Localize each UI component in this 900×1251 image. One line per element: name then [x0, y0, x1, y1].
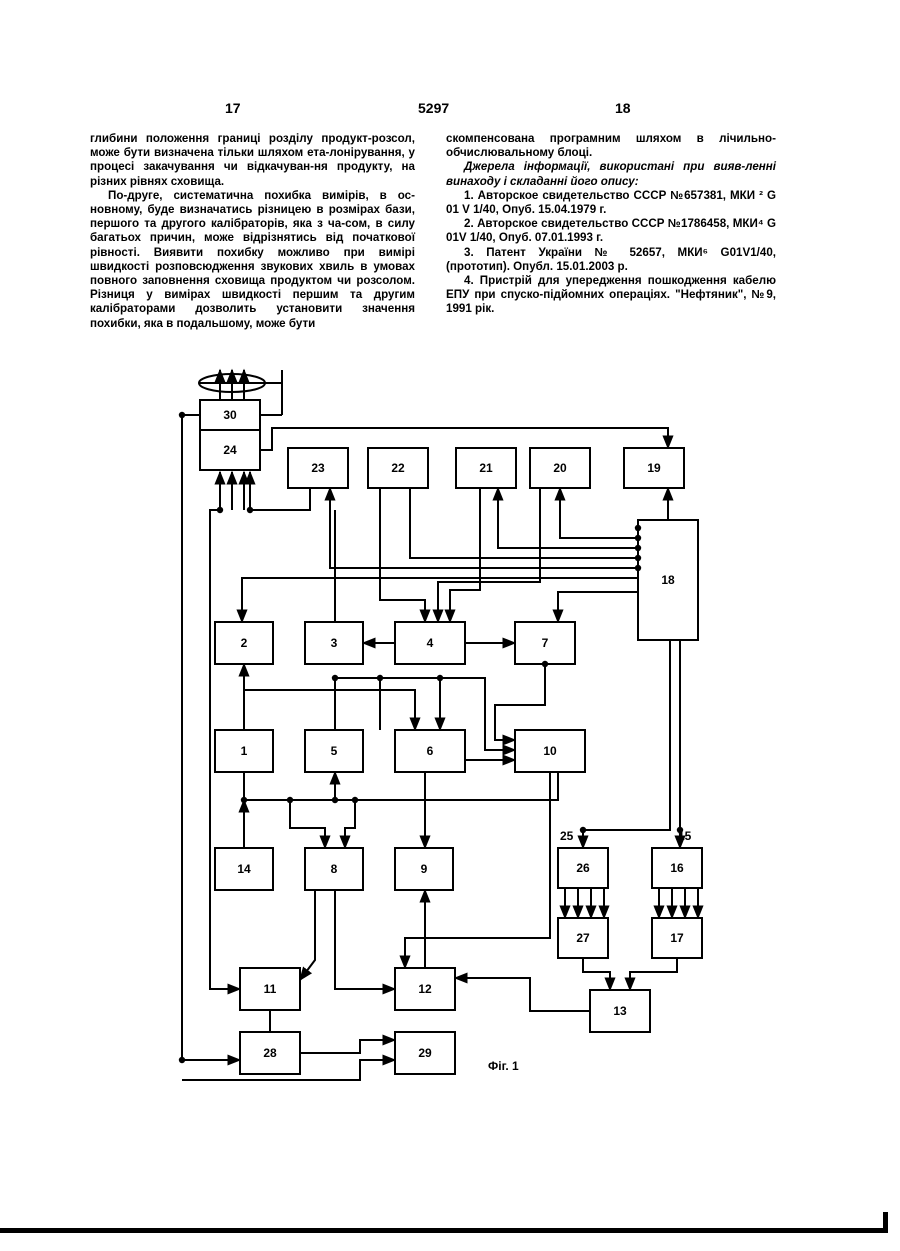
block-label-26: 26 [576, 861, 590, 875]
block-label-23: 23 [311, 461, 325, 475]
junction-dot [179, 412, 185, 418]
figure-caption: Фіг. 1 [488, 1059, 519, 1073]
connection-line [560, 488, 638, 538]
block-label-29: 29 [418, 1046, 432, 1060]
page-number-right: 18 [615, 100, 631, 116]
junction-dot [287, 797, 293, 803]
block-label-16: 16 [670, 861, 684, 875]
block-label-9: 9 [421, 862, 428, 876]
block-label-7: 7 [542, 636, 549, 650]
block-label-17: 17 [670, 931, 684, 945]
paragraph: скомпенсована програмним шляхом в лічиль… [446, 132, 776, 160]
bottom-rule [0, 1228, 888, 1233]
block-label-6: 6 [427, 744, 434, 758]
reference-item: 4. Пристрій для упередження пошкодження … [446, 274, 776, 317]
junction-dot [332, 675, 338, 681]
reference-item: 2. Авторское свидетельство СССР №1786458… [446, 217, 776, 245]
junction-dot [580, 827, 586, 833]
junction-dot [217, 507, 223, 513]
connection-line [335, 890, 395, 989]
block-label-5: 5 [331, 744, 338, 758]
bus-label-15: 15 [678, 829, 692, 843]
junction-dot [635, 525, 641, 531]
junction-dot [542, 661, 548, 667]
block-label-27: 27 [576, 931, 590, 945]
connection-line [300, 1040, 395, 1053]
connection-line [300, 890, 315, 980]
block-label-24: 24 [223, 443, 237, 457]
reference-item: 3. Патент України № 52657, МКИ⁶ G01V1/40… [446, 246, 776, 274]
junction-dot [332, 797, 338, 803]
right-text-column: скомпенсована програмним шляхом в лічиль… [446, 132, 776, 317]
block-label-28: 28 [263, 1046, 277, 1060]
block-label-11: 11 [264, 982, 277, 996]
connection-line [330, 488, 638, 568]
junction-dot [635, 545, 641, 551]
block-label-13: 13 [613, 1004, 627, 1018]
junction-dot [179, 1057, 185, 1063]
junction-dot [241, 797, 247, 803]
connection-line [455, 978, 590, 1011]
junction-dot [352, 797, 358, 803]
connection-line [583, 640, 670, 848]
page-number-left: 17 [225, 100, 241, 116]
connection-line [438, 488, 540, 622]
reference-item: 1. Авторское свидетельство СССР №657381,… [446, 189, 776, 217]
junction-dot [247, 507, 253, 513]
junction-dot [377, 675, 383, 681]
connection-line [244, 664, 415, 730]
block-label-12: 12 [418, 982, 432, 996]
block-label-2: 2 [241, 636, 248, 650]
block-label-19: 19 [647, 461, 661, 475]
block-label-30: 30 [223, 408, 237, 422]
sources-heading: Джерела інформації, використані при вияв… [446, 160, 776, 188]
connection-line [242, 578, 638, 622]
block-label-4: 4 [427, 636, 434, 650]
connection-line [558, 592, 638, 622]
paragraph: По-друге, систематична похибка вимірів, … [90, 189, 415, 331]
block-label-10: 10 [543, 744, 557, 758]
connection-line [630, 958, 677, 990]
connection-line [345, 800, 355, 848]
junction-dot [635, 555, 641, 561]
connection-line [495, 664, 545, 740]
connection-line [260, 428, 668, 450]
block-label-18: 18 [661, 573, 675, 587]
connection-line [244, 772, 558, 800]
junction-dot [437, 675, 443, 681]
block-label-22: 22 [391, 461, 405, 475]
connection-line [290, 800, 325, 848]
junction-dot [635, 565, 641, 571]
junction-dot [635, 535, 641, 541]
block-label-21: 21 [479, 461, 493, 475]
block-diagram: 3024232221201918234715610148926162717111… [160, 360, 720, 1095]
bus-label-25: 25 [560, 829, 574, 843]
block-label-20: 20 [553, 461, 567, 475]
block-label-8: 8 [331, 862, 338, 876]
document-number: 5297 [418, 100, 449, 116]
paragraph: глибини положення границі розділу продук… [90, 132, 415, 189]
bottom-rule-tick [883, 1212, 888, 1233]
block-label-14: 14 [237, 862, 251, 876]
left-text-column: глибини положення границі розділу продук… [90, 132, 415, 331]
block-label-3: 3 [331, 636, 338, 650]
connection-line [450, 488, 480, 622]
connection-line [583, 958, 610, 990]
block-label-1: 1 [241, 744, 248, 758]
connection-line [380, 488, 425, 622]
